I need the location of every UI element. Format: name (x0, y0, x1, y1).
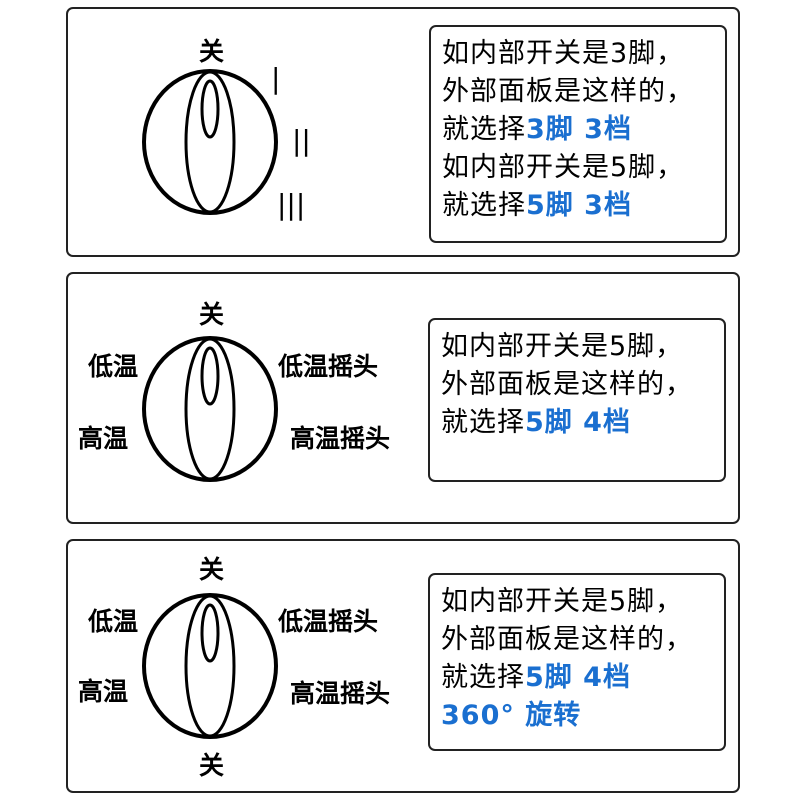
info-line-2: 外部面板是这样的， (441, 369, 693, 400)
knob-label-off: 关 (199, 300, 225, 329)
rotary-knob-icon (142, 69, 278, 215)
highlight-rotation: 360° 旋转 (441, 700, 582, 731)
highlight-choice: 5脚 3档 (526, 190, 632, 221)
knob-label-off: 关 (199, 555, 225, 584)
panel-5pin-4speed: 关 低温 高温 低温摇头 高温摇头 如内部开关是5脚， 外部面板是这样的， 就选… (66, 272, 740, 524)
knob-label-low-temp-oscillate: 低温摇头 (278, 607, 379, 636)
info-line-1: 如内部开关是5脚， (441, 586, 684, 617)
info-line-2: 外部面板是这样的， (442, 76, 694, 107)
rotary-knob-icon (142, 593, 278, 739)
info-box: 如内部开关是5脚， 外部面板是这样的， 就选择5脚 4档 (428, 318, 726, 482)
info-line-2: 外部面板是这样的， (441, 624, 693, 655)
info-box: 如内部开关是5脚， 外部面板是这样的， 就选择5脚 4档 360° 旋转 (428, 573, 726, 751)
knob-label-off: 关 (199, 37, 225, 66)
info-box: 如内部开关是3脚， 外部面板是这样的， 就选择3脚 3档 如内部开关是5脚， 就… (429, 25, 727, 243)
panel-5pin-4speed-360: 关 低温 高温 低温摇头 高温摇头 关 如内部开关是5脚， 外部面板是这样的， … (66, 539, 740, 793)
highlight-choice: 5脚 4档 (525, 407, 631, 438)
knob-label-low-temp: 低温 (88, 607, 139, 636)
speed-mark-1: | (271, 62, 281, 95)
knob-label-low-temp: 低温 (88, 352, 139, 381)
info-line-4: 360° 旋转 (441, 697, 724, 735)
info-line-4: 如内部开关是5脚， (442, 152, 685, 183)
knob-label-high-temp-oscillate: 高温摇头 (290, 424, 391, 453)
info-line-3: 就选择5脚 4档 (441, 662, 631, 693)
knob-label-high-temp-oscillate: 高温摇头 (290, 679, 391, 708)
speed-mark-3: ||| (277, 188, 306, 221)
knob-label-high-temp: 高温 (78, 424, 129, 453)
highlight-choice: 3脚 3档 (526, 114, 632, 145)
rotary-knob-icon (142, 336, 278, 482)
speed-mark-2: || (292, 124, 311, 157)
info-line-1: 如内部开关是5脚， (441, 331, 684, 362)
knob-label-off-bottom: 关 (199, 751, 225, 780)
knob-label-low-temp-oscillate: 低温摇头 (278, 352, 379, 381)
highlight-choice: 5脚 4档 (525, 662, 631, 693)
panel-3pin-3speed: 关 | || ||| 如内部开关是3脚， 外部面板是这样的， 就选择3脚 3档 … (66, 7, 740, 257)
info-line-5: 就选择5脚 3档 (442, 190, 632, 221)
info-line-3: 就选择5脚 4档 (441, 407, 631, 438)
info-line-1: 如内部开关是3脚， (442, 38, 685, 69)
knob-label-high-temp: 高温 (78, 677, 129, 706)
info-line-3: 就选择3脚 3档 (442, 114, 632, 145)
